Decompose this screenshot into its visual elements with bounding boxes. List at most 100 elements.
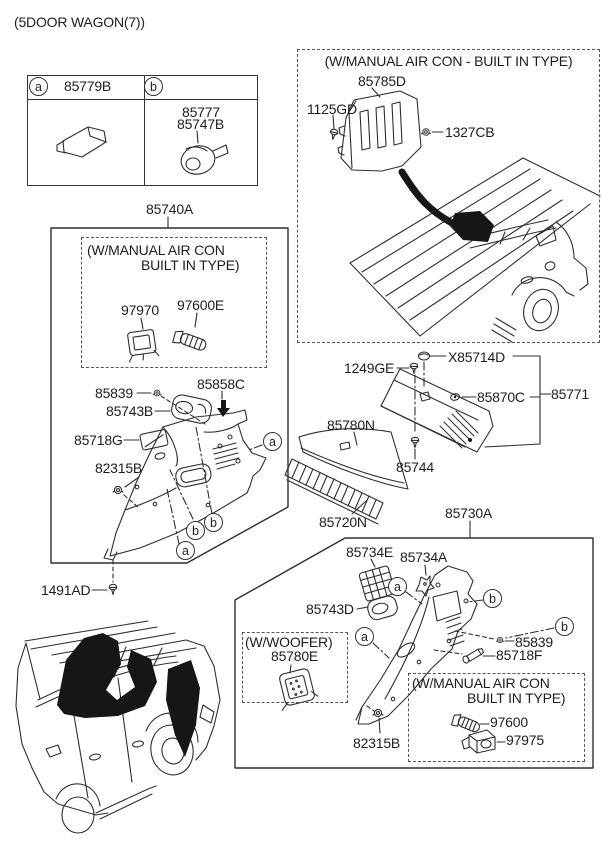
bracket-85771: [484, 355, 552, 448]
label-85780n: 85780N: [327, 417, 375, 433]
label-85747b: 85747B: [177, 116, 225, 132]
leader-85743d: [356, 606, 369, 610]
label-85730a: 85730A: [445, 505, 493, 521]
label-85785d: 85785D: [358, 73, 406, 89]
leader-82315b-left-dash: [123, 494, 140, 509]
callout-letter: a: [182, 543, 189, 558]
callout-b-right-top: b: [483, 589, 502, 608]
screw-1249ge-glyph: [409, 362, 419, 375]
label-85870c: 85870C: [477, 389, 525, 405]
callout-a-left-right: a: [263, 432, 282, 451]
clip-82315b-left-glyph: [112, 485, 124, 495]
label-85743d: 85743D: [306, 601, 354, 617]
callout-b-left-upper: b: [204, 513, 223, 532]
leader-85734e: [370, 558, 376, 568]
label-85779b: 85779B: [64, 78, 112, 94]
legend-table-header-divider: [28, 99, 257, 101]
callout-leaders-right: [366, 591, 555, 712]
clip-85870c-glyph: [450, 393, 460, 401]
manual-aircon-left-inner-box: [81, 237, 267, 368]
leader-85734a: [424, 564, 427, 576]
label-97970: 97970: [121, 302, 159, 318]
holder-97975-drawing: [461, 729, 496, 754]
label-1125gd: 1125GD: [307, 101, 357, 117]
legend-pad-drawing: [56, 126, 107, 158]
label-85740a: 85740A: [146, 201, 194, 217]
callout-a-right-top: a: [388, 577, 407, 596]
label-85734a: 85734A: [400, 549, 448, 565]
vent-panel-85785d-drawing: [337, 87, 422, 172]
callout-b-right-side: b: [555, 617, 574, 636]
leader-97600e: [194, 312, 198, 328]
pad-85718g-drawing: [139, 429, 169, 451]
label-x85714d: X85714D: [448, 349, 505, 365]
label-85839-left: 85839: [95, 385, 133, 401]
leader-1125gd: [332, 114, 335, 130]
label-1327cb: 1327CB: [445, 124, 495, 140]
label-85734e: 85734E: [346, 544, 394, 560]
page-title: (5DOOR WAGON(7)): [14, 14, 145, 30]
legend-callout-b-letter: b: [150, 79, 157, 94]
callout-letter: a: [269, 434, 276, 449]
sensor-97600e-drawing: [172, 330, 207, 351]
leader-82315b-right: [378, 717, 381, 734]
label-82315b-right: 82315B: [353, 735, 401, 751]
luggage-tray-drawing: [284, 458, 384, 525]
callout-a-right-left: a: [355, 627, 374, 646]
label-97975: 97975: [506, 732, 544, 748]
left-assembly-box-outline: [50, 216, 289, 564]
clip-85734a-drawing: [415, 575, 435, 597]
screw-1491ad-glyph: [108, 583, 118, 596]
right-inner-title-line1: (W/MANUAL AIR CON: [412, 675, 550, 691]
label-85720n: 85720N: [319, 514, 367, 530]
left-inner-title-line1: (W/MANUAL AIR CON: [87, 242, 225, 258]
pin-85839-left-glyph: [152, 389, 162, 397]
pin-85839-right-glyph: [495, 636, 505, 644]
legend-clip-drawing: [180, 130, 229, 175]
manual-aircon-right-inner-box: [408, 673, 585, 762]
sensor-97970-drawing: [127, 329, 160, 363]
woofer-grille-85780e-drawing: [279, 668, 319, 711]
legend-table: [27, 75, 258, 186]
leader-85780e: [289, 664, 292, 674]
label-85780e: 85780E: [271, 648, 319, 664]
clip-85858c-glyph: [217, 400, 230, 417]
callout-leaders-left: [166, 426, 263, 545]
label-85839-right: 85839: [515, 634, 553, 650]
label-85744: 85744: [396, 459, 434, 475]
label-85771: 85771: [551, 386, 589, 402]
woofer-box-title: (W/WOOFER): [245, 634, 333, 650]
label-85718f: 85718F: [496, 647, 543, 663]
pin-85718f-drawing: [462, 648, 485, 664]
callout-letter: a: [361, 629, 368, 644]
legend-callout-a-letter: a: [35, 79, 42, 94]
right-inner-title-line2: BUILT IN TYPE): [467, 690, 566, 706]
label-97600: 97600: [490, 714, 528, 730]
woofer-box: [242, 632, 348, 703]
manual-aircon-top-box: [297, 49, 600, 343]
callout-a-left-bottom: a: [176, 541, 195, 560]
screw-85744-glyph: [410, 436, 420, 449]
label-85777: 85777: [182, 104, 220, 120]
clip-x85714d-detail: [419, 353, 429, 356]
callout-letter: a: [394, 579, 401, 594]
top-box-title: (W/MANUAL AIR CON - BUILT IN TYPE): [324, 53, 573, 69]
callout-letter: b: [561, 619, 568, 634]
label-85858c: 85858C: [197, 376, 245, 392]
label-85743b: 85743B: [106, 403, 154, 419]
left-inner-title-line2: BUILT IN TYPE): [141, 257, 240, 273]
legend-callout-a: a: [29, 77, 48, 96]
clip-x85714d-glyph: [417, 351, 431, 361]
sensor-97600-drawing: [450, 714, 481, 733]
leader-97970: [140, 317, 144, 330]
left-quarter-trim-drawing: [103, 409, 267, 561]
callout-letter: b: [489, 591, 496, 606]
callout-b-left-lower: b: [186, 521, 205, 540]
leader-82315b-left: [124, 476, 140, 488]
callout-letter: b: [192, 523, 199, 538]
side-car-drawing: [15, 620, 221, 834]
label-97600e: 97600E: [177, 297, 225, 313]
clip-85870c-dot: [453, 395, 457, 399]
